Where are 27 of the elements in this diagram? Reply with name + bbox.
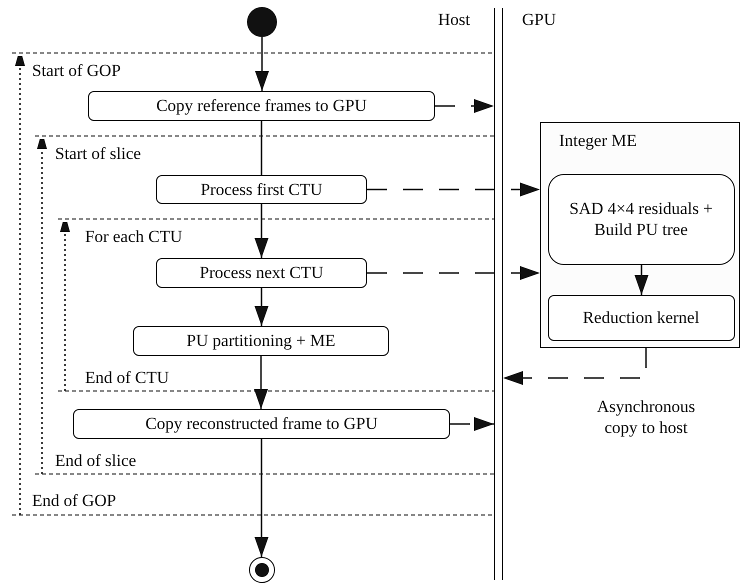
arrow: [255, 37, 269, 91]
process-box: Copy reference frames to GPU: [88, 91, 435, 121]
arrow: [254, 288, 268, 326]
process-box: Process next CTU: [156, 258, 367, 288]
process-box: Copy reconstructed frame to GPU: [73, 409, 450, 439]
arrow: [435, 99, 494, 113]
initial-node: [247, 7, 277, 37]
process-box: SAD 4×4 residuals + Build PU tree: [548, 174, 734, 264]
kernel-container: [540, 122, 740, 348]
annotation-text: End of GOP: [32, 491, 116, 512]
container-title: Integer ME: [559, 131, 637, 151]
process-box: Process first CTU: [156, 175, 367, 204]
arrow: [450, 417, 494, 431]
arrow: [254, 204, 268, 258]
annotation-text: Start of GOP: [32, 61, 121, 82]
annotation-text: GPU: [522, 10, 556, 30]
annotation-text: Start of slice: [55, 144, 141, 164]
annotation-text: Host: [438, 10, 470, 30]
annotation-text: End of CTU: [85, 368, 170, 388]
process-box: PU partitioning + ME: [133, 326, 389, 356]
process-box: Reduction kernel: [548, 294, 734, 340]
annotation-text: For each CTU: [85, 227, 182, 248]
arrow: [634, 265, 648, 295]
final-node: [249, 557, 275, 583]
arrow: [254, 356, 268, 409]
arrow: [254, 439, 268, 557]
annotation-text: End of slice: [55, 451, 136, 472]
